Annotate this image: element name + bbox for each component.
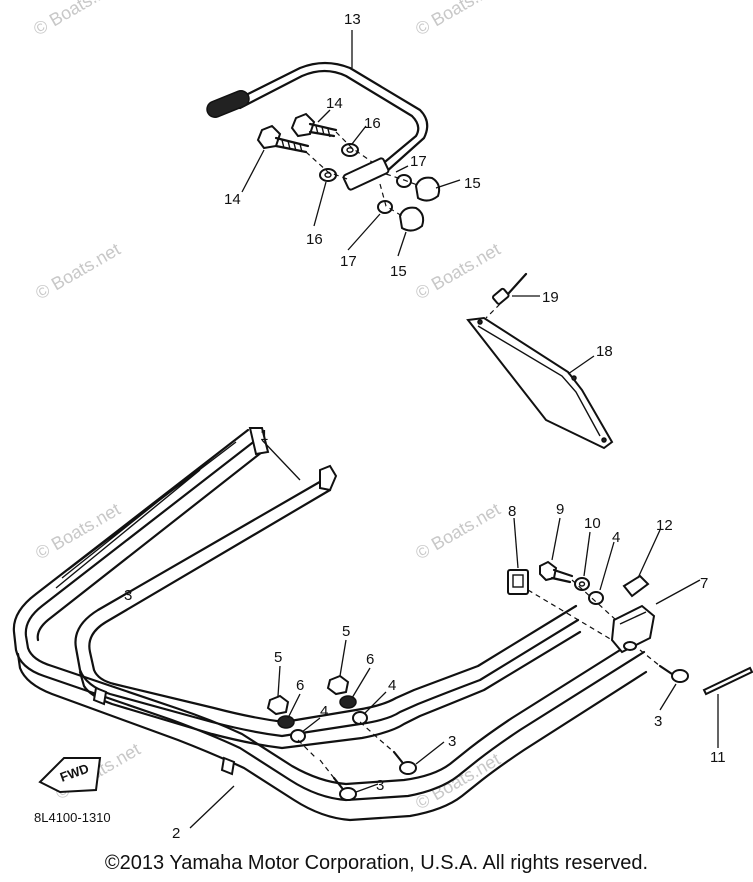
callout-14: 14	[326, 95, 343, 112]
callout-9: 9	[556, 501, 564, 518]
lock-washer	[396, 174, 412, 188]
diagram-canvas: © Boats.net © Boats.net © Boats.net © Bo…	[12, 0, 753, 842]
callout-8: 8	[508, 503, 516, 520]
lock-washer-4	[588, 591, 604, 605]
side-plate	[466, 316, 614, 450]
callout-3: 3	[448, 733, 456, 750]
callout-6: 6	[366, 651, 374, 668]
callout-2: 2	[172, 825, 180, 842]
screw	[392, 750, 417, 775]
washer	[341, 143, 359, 157]
callout-17: 17	[410, 153, 427, 170]
callout-10: 10	[584, 515, 601, 532]
callout-3: 3	[376, 777, 384, 794]
washer-10	[574, 577, 590, 591]
callout-4: 4	[388, 677, 396, 694]
callout-14: 14	[224, 191, 241, 208]
watermark: © Boats.net	[32, 239, 124, 303]
callout-13: 13	[344, 11, 361, 28]
pin	[492, 272, 528, 305]
callout-6: 6	[296, 677, 304, 694]
handle-bar	[206, 61, 429, 191]
lock-washer	[377, 200, 393, 214]
callout-15: 15	[390, 263, 407, 280]
callout-3: 3	[654, 713, 662, 730]
callout-16: 16	[306, 231, 323, 248]
callout-17: 17	[340, 253, 357, 270]
clip	[507, 569, 529, 595]
callout-3: 3	[124, 587, 132, 604]
bolt-upper	[256, 124, 310, 154]
fwd-arrow: FWD	[38, 757, 102, 794]
callout-5: 5	[342, 623, 350, 640]
callout-19: 19	[542, 289, 559, 306]
callout-15: 15	[464, 175, 481, 192]
cap-nut	[398, 206, 425, 232]
bumper	[12, 427, 648, 822]
callout-5: 5	[274, 649, 282, 666]
rubber-strip	[702, 666, 753, 696]
washer	[319, 168, 337, 182]
bracket	[610, 604, 656, 654]
screw	[332, 776, 357, 801]
diagram-code: 8L4100-1310	[34, 810, 111, 825]
watermark: © Boats.net	[412, 0, 504, 39]
callout-11: 11	[710, 749, 726, 766]
nuts-lower	[266, 674, 381, 759]
watermark: © Boats.net	[412, 239, 504, 303]
copyright-notice: ©2013 Yamaha Motor Corporation, U.S.A. A…	[104, 852, 649, 874]
watermark: © Boats.net	[412, 499, 504, 563]
leader-lines	[189, 30, 719, 829]
callouts: 1 2 3 3 3 3 4 4 4 5 5 6 6 7 8 9 10 11 12…	[124, 11, 726, 842]
callout-7: 7	[700, 575, 708, 592]
callout-12: 12	[656, 517, 673, 534]
watermark: © Boats.net	[30, 0, 122, 39]
cap-nut	[414, 176, 441, 202]
callout-16: 16	[364, 115, 381, 132]
callout-4: 4	[612, 529, 620, 546]
callout-1: 1	[260, 427, 268, 444]
bushing	[622, 574, 650, 598]
callout-4: 4	[320, 703, 328, 720]
screw	[658, 664, 689, 683]
bolt-9	[539, 560, 574, 584]
bolt-lower	[290, 112, 338, 138]
callout-18: 18	[596, 343, 613, 360]
